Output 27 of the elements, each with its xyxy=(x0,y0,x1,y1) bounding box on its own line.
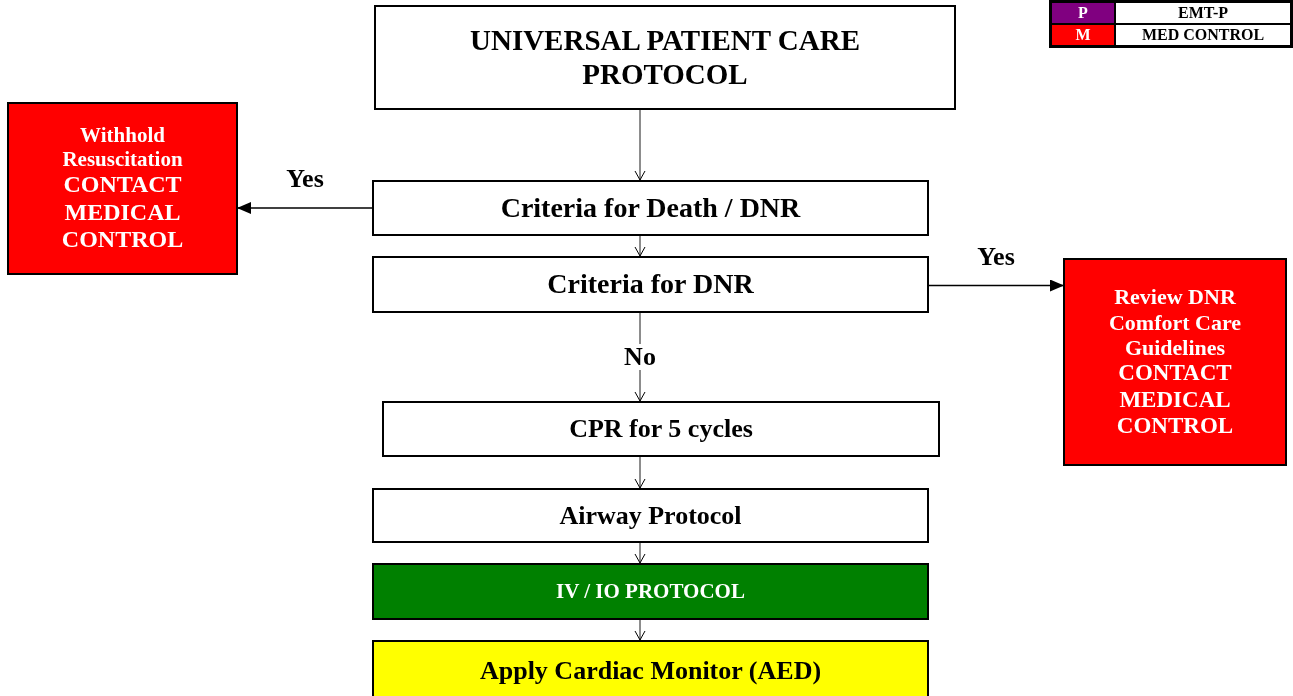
node-text: Airway Protocol xyxy=(559,500,742,531)
node-text: Criteria for Death / DNR xyxy=(500,191,801,225)
node-text: UNIVERSAL PATIENT CARE PROTOCOL xyxy=(469,24,861,91)
level-code-cell: M xyxy=(1051,24,1115,46)
process-box xyxy=(382,401,940,457)
terminal-box xyxy=(7,102,238,275)
node-text: CONTACT MEDICAL CONTROL xyxy=(60,171,185,255)
node-text: Review DNR Comfort Care Guidelines xyxy=(1107,284,1243,361)
node-text: CONTACT MEDICAL CONTROL xyxy=(1115,360,1235,440)
edge-label: No xyxy=(622,344,658,370)
decision-box xyxy=(372,180,929,236)
level-name-cell: EMT-P xyxy=(1115,2,1291,24)
decision-box xyxy=(372,256,929,313)
node-text: Criteria for DNR xyxy=(547,268,754,301)
process-box xyxy=(372,563,929,620)
level-code-cell: P xyxy=(1051,2,1115,24)
node-text: Apply Cardiac Monitor (AED) xyxy=(479,656,822,686)
arrow xyxy=(928,279,1064,292)
node-text: Withhold Resuscitation xyxy=(61,122,184,172)
terminal-box xyxy=(1063,258,1287,466)
process-box xyxy=(372,488,929,543)
node-text: CPR for 5 cycles xyxy=(569,414,753,444)
level-name-cell: MED CONTROL xyxy=(1115,24,1291,46)
process-box xyxy=(372,640,929,696)
node-text: IV / IO PROTOCOL xyxy=(556,579,745,604)
process-box xyxy=(374,5,956,110)
arrow xyxy=(237,202,373,214)
